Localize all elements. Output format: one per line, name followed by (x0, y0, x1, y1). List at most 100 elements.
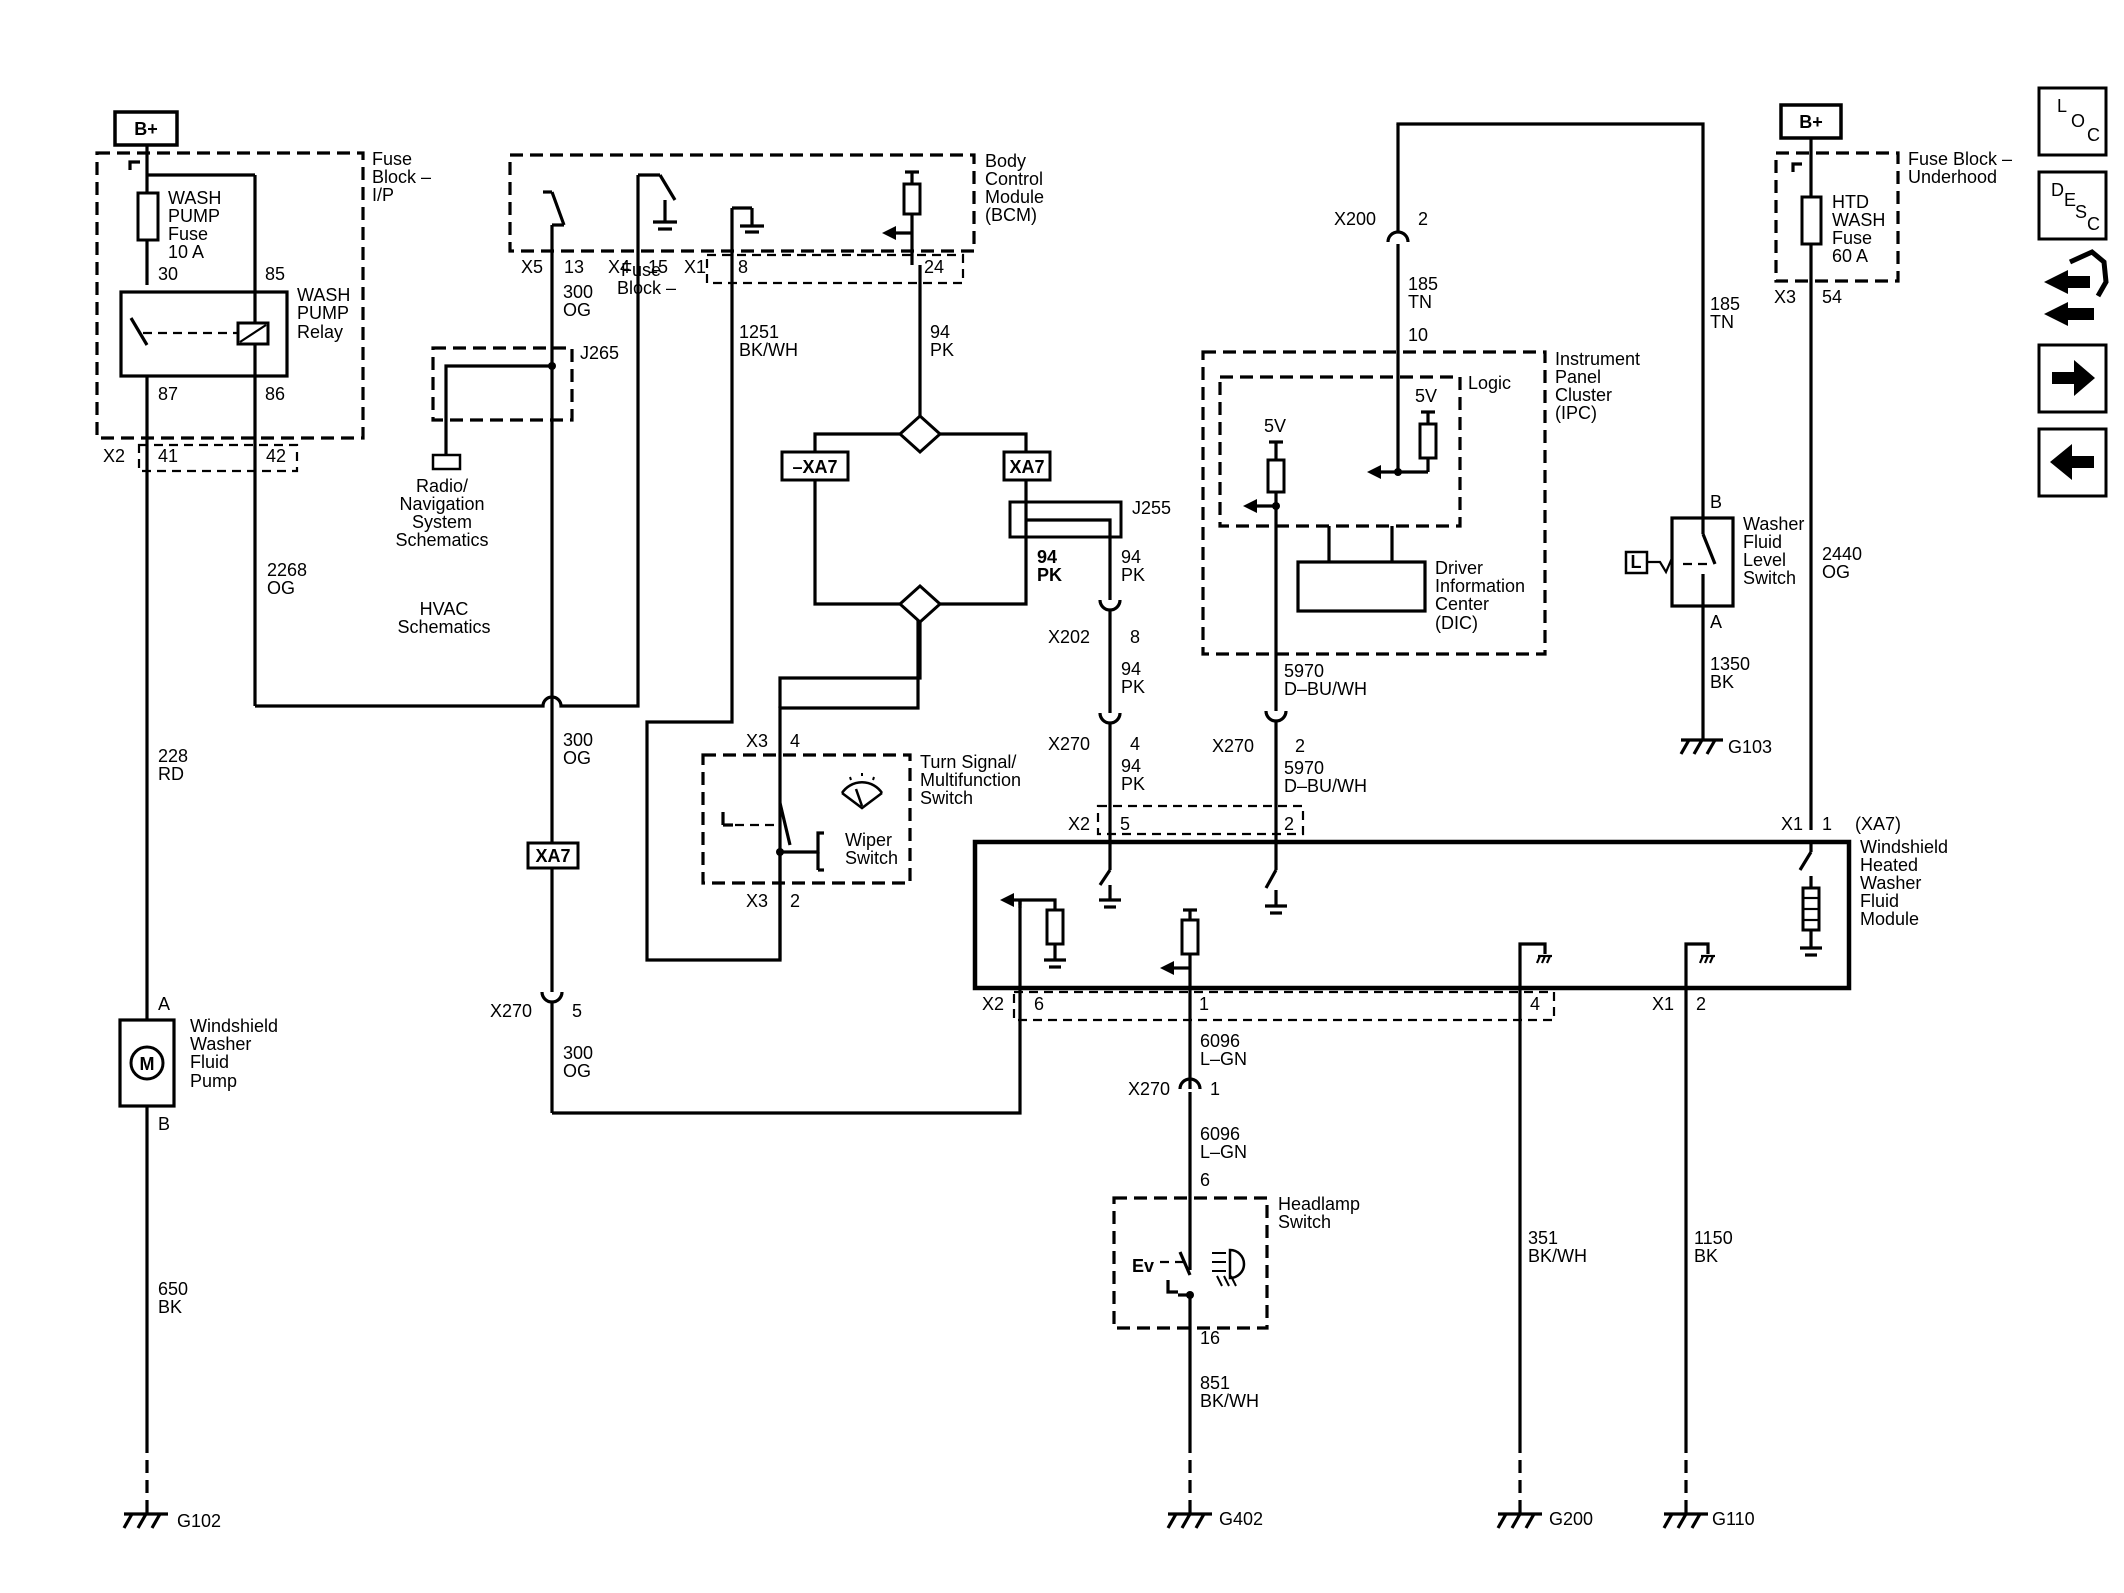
pump-pin-b: B (158, 1114, 170, 1134)
ground-symbol-g110 (1662, 1503, 1708, 1529)
relay-label-3: Relay (297, 322, 343, 342)
module-label-1: (XA7) (1855, 814, 1901, 834)
heated-washer-fluid-module: X2 5 2 X1 1 (XA7) Windshield Heated Wash… (972, 804, 1948, 1022)
wire-1350-num: 1350 (1710, 654, 1750, 674)
relay-pin-30: 30 (158, 264, 178, 284)
module-conn-x1-bot: X1 (1652, 994, 1674, 1014)
wire-5970-a-num: 5970 (1284, 661, 1324, 681)
ipc-pin-10: 10 (1408, 325, 1428, 345)
connector-harness-icon[interactable] (2044, 249, 2109, 326)
ts-label-1: Turn Signal/ (920, 752, 1016, 772)
fog-lamp-icon (1212, 1248, 1246, 1287)
xa7-inline-label: XA7 (535, 846, 570, 866)
module-conn-x2-bot: X2 (982, 994, 1004, 1014)
radio-nav-label-3: System (412, 512, 472, 532)
next-arrow-button[interactable] (2037, 343, 2108, 414)
fuse-ip-pin-42: 42 (266, 446, 286, 466)
dic-label-4: (DIC) (1435, 613, 1478, 633)
level-label-2: Fluid (1743, 532, 1782, 552)
wire-351-color: BK/WH (1528, 1246, 1587, 1266)
desc-letter-e: E (2064, 190, 2076, 210)
fuse-ip-pin-41: 41 (158, 446, 178, 466)
x270-b-pin: 2 (1295, 736, 1305, 756)
driver-information-center (1296, 560, 1427, 613)
level-label-1: Washer (1743, 514, 1804, 534)
pump-motor-m: M (140, 1054, 155, 1074)
module-label-4: Washer (1860, 873, 1921, 893)
previous-arrow-button[interactable] (2037, 427, 2108, 498)
ts-conn-x3-bot: X3 (746, 891, 768, 911)
wire-94-d-num: 94 (1121, 659, 1141, 679)
circuit-351: 351 BK/WH G200 (1496, 988, 1593, 1529)
ground-g110: G110 (1712, 1509, 1755, 1529)
x270-a-name: X270 (1048, 734, 1090, 754)
wire-300-c-num: 300 (563, 1043, 593, 1063)
wire-5970-b-color: D–BU/WH (1284, 776, 1367, 796)
ground-g402: G402 (1219, 1509, 1263, 1529)
wiper-label-2: Switch (845, 848, 898, 868)
module-pin-1-bot: 1 (1199, 994, 1209, 1014)
headlamp-label-1: Headlamp (1278, 1194, 1360, 1214)
splice-j265: J265 (580, 343, 619, 363)
wire-185-b-color: TN (1710, 312, 1734, 332)
wire-650-num: 650 (158, 1279, 188, 1299)
x200-pin: 2 (1418, 209, 1428, 229)
desc-letter-c: C (2087, 214, 2100, 234)
loc-letter-o: O (2071, 111, 2085, 131)
module-pin-5: 5 (1120, 814, 1130, 834)
module-label-6: Module (1860, 909, 1919, 929)
wire-1251-num: 1251 (739, 322, 779, 342)
x202-name: X202 (1048, 627, 1090, 647)
ipc-label-4: (IPC) (1555, 403, 1597, 423)
bcm-pin-24: 24 (924, 257, 944, 277)
level-pin-b: B (1710, 492, 1722, 512)
module-label-2: Windshield (1860, 837, 1948, 857)
wire-94-b-num: 94 (1037, 547, 1057, 567)
washer-fluid-level-switch: 185 TN B L Washer Fluid Level Switch A 1… (1624, 294, 1804, 757)
instrument-panel-cluster: X200 2 185 TN 10 Instrument Panel Cluste… (1201, 122, 1705, 870)
ipc-logic-label: Logic (1468, 373, 1511, 393)
ground-g103: G103 (1728, 737, 1772, 757)
relay-pin-87: 87 (158, 384, 178, 404)
fuse-block-ip-label-3: I/P (372, 185, 394, 205)
wire-185-b-num: 185 (1710, 294, 1740, 314)
loc-letter-c: C (2087, 125, 2100, 145)
ground-g102: G102 (177, 1511, 221, 1531)
wire-5970-b-num: 5970 (1284, 758, 1324, 778)
wire-94-a-num: 94 (930, 322, 950, 342)
wire-650-color: BK (158, 1297, 182, 1317)
wash-pump-fuse-label-4: 10 A (168, 242, 204, 262)
wash-pump-fuse-label-3: Fuse (168, 224, 208, 244)
wire-851-color: BK/WH (1200, 1391, 1259, 1411)
dic-label-1: Driver (1435, 558, 1483, 578)
module-label-5: Fluid (1860, 891, 1899, 911)
wire-228-color: RD (158, 764, 184, 784)
circuit-300: 300 OG J265 Radio/ Navigation System Sch… (395, 265, 1022, 1115)
hvac-label-1: HVAC (420, 599, 469, 619)
level-label-3: Level (1743, 550, 1786, 570)
ground-symbol-g103 (1679, 738, 1723, 755)
desc-letter-s: S (2075, 202, 2087, 222)
x270-c-name: X270 (490, 1001, 532, 1021)
circuit-1150: 1150 BK G110 (1662, 988, 1755, 1529)
wire-1251-color: BK/WH (739, 340, 798, 360)
location-button[interactable]: L O C (2037, 86, 2108, 157)
bcm-pin-8: 8 (738, 257, 748, 277)
dic-label-3: Center (1435, 594, 1489, 614)
radio-nav-label-4: Schematics (395, 530, 488, 550)
ipc-label-1: Instrument (1555, 349, 1640, 369)
module-pin-2-top: 2 (1284, 814, 1294, 834)
wire-94-c-num: 94 (1121, 547, 1141, 567)
bcm-conn-x5: X5 (521, 257, 543, 277)
relay-pin-85: 85 (265, 264, 285, 284)
level-sensor-l: L (1631, 552, 1642, 572)
bcm-pin-15: 15 (648, 257, 668, 277)
wire-300-a-color: OG (563, 300, 591, 320)
dic-label-2: Information (1435, 576, 1525, 596)
description-button[interactable]: D E S C (2037, 170, 2108, 241)
x270-c-pin: 5 (572, 1001, 582, 1021)
wire-2268-color: OG (267, 578, 295, 598)
wash-pump-relay (119, 290, 289, 378)
underhood-label-2: Underhood (1908, 167, 1997, 187)
bcm-conn-x4: X4 (608, 257, 630, 277)
